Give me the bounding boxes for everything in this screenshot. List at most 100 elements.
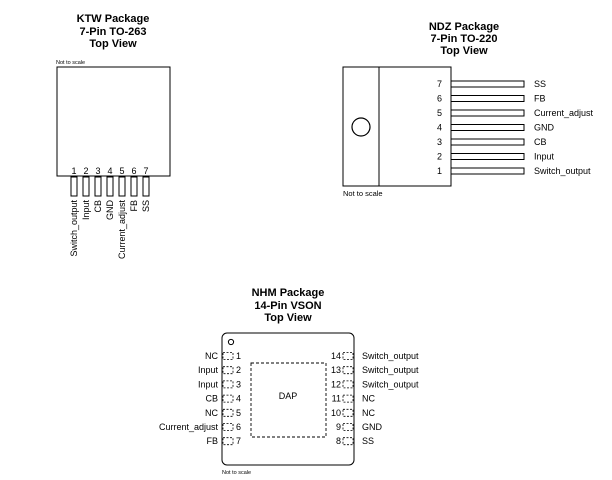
nhm-left-pin-number: 6 — [236, 422, 241, 432]
ndz-pin-number: 7 — [437, 79, 442, 89]
nhm-right-pin-label: NC — [362, 408, 375, 418]
ktw-pin-label: Current_adjust — [117, 200, 127, 260]
ktw-pin-label: FB — [129, 200, 139, 212]
ktw-pin-label: Switch_output — [69, 200, 79, 257]
nhm-left-pad — [222, 394, 234, 403]
ndz-pin-lead — [450, 167, 525, 175]
ndz-title-line-2: 7-Pin TO-220 — [430, 33, 497, 45]
ndz-pin-label: SS — [534, 79, 546, 89]
ndz-title-line-3: Top View — [440, 45, 488, 57]
ndz-pin-lead — [450, 80, 525, 88]
nhm-right-pad — [342, 366, 354, 375]
ndz-pin-lead — [450, 153, 525, 160]
ktw-pin-label: CB — [93, 200, 103, 213]
ndz-package: NDZ Package 7-Pin TO-220 Top View Not to… — [342, 21, 594, 198]
ndz-pin-lead — [450, 109, 525, 117]
nhm-left-pin-label: Input — [198, 379, 219, 389]
nhm-left-pad — [222, 352, 234, 360]
nhm-left-pad — [222, 437, 234, 446]
nhm-right-pad — [342, 394, 354, 403]
nhm-left-pin-label: Current_adjust — [159, 422, 219, 432]
ktw-pin-lead — [106, 176, 114, 197]
ktw-pin-number: 2 — [83, 166, 88, 176]
nhm-left-pad — [222, 423, 234, 431]
ndz-pin-label: FB — [534, 94, 546, 104]
nhm-right-pin-number: 12 — [331, 379, 341, 389]
ndz-pin-number: 3 — [437, 137, 442, 147]
nhm-right-pin-label: Switch_output — [362, 379, 419, 389]
nhm-right-pad — [342, 423, 354, 431]
nhm-pin1-marker — [227, 338, 235, 346]
ktw-pin-number: 5 — [119, 166, 124, 176]
ktw-pin-number: 1 — [71, 166, 76, 176]
ndz-pin-lead — [450, 138, 525, 146]
nhm-left-pin-label: Input — [198, 365, 219, 375]
ndz-pin-lead — [450, 95, 525, 102]
nhm-right-pin-label: SS — [362, 436, 374, 446]
nhm-left-pin-label: FB — [206, 436, 218, 446]
nhm-left-pin-number: 4 — [236, 394, 241, 404]
nhm-right-pin-number: 11 — [332, 394, 341, 404]
ktw-pin-lead — [142, 176, 150, 197]
nhm-right-pin-label: Switch_output — [362, 365, 419, 375]
ktw-pin-lead — [94, 176, 102, 197]
ktw-package-body — [56, 66, 171, 177]
nhm-dap-pad — [250, 362, 327, 438]
ndz-pin-label: CB — [534, 137, 547, 147]
ndz-pin-lead — [450, 124, 525, 131]
nhm-right-pin-number: 14 — [331, 351, 341, 361]
nhm-right-pin-number: 10 — [331, 408, 341, 418]
ndz-not-to-scale: Not to scale — [343, 189, 383, 198]
ndz-package-body — [378, 66, 452, 187]
nhm-title-line-2: 14-Pin VSON — [254, 300, 321, 312]
nhm-left-pad — [222, 380, 234, 389]
nhm-package-body — [221, 332, 355, 466]
ktw-pin-label: GND — [105, 200, 115, 221]
nhm-left-pin-label: NC — [205, 351, 218, 361]
nhm-left-pin-label: NC — [205, 408, 218, 418]
nhm-left-pad — [222, 366, 234, 375]
nhm-package: NHM Package 14-Pin VSON Top View DAP Not… — [159, 287, 419, 476]
ktw-title-line-1: KTW Package — [77, 13, 150, 25]
nhm-right-pad — [342, 437, 354, 446]
nhm-right-pad — [342, 352, 354, 360]
ktw-pin-number: 7 — [143, 166, 148, 176]
ndz-pin-label: Input — [534, 152, 555, 162]
nhm-not-to-scale: Not to scale — [222, 470, 251, 476]
nhm-left-pad — [222, 408, 234, 417]
ndz-pin-number: 1 — [437, 166, 442, 176]
ndz-pin-number: 2 — [437, 152, 442, 162]
ndz-pin-number: 5 — [437, 108, 442, 118]
nhm-title-line-3: Top View — [264, 312, 312, 324]
nhm-right-pin-label: NC — [362, 394, 375, 404]
ktw-pin-number: 3 — [95, 166, 100, 176]
ndz-pin-label: GND — [534, 123, 555, 133]
ktw-pin-lead — [130, 176, 138, 197]
ktw-pin-lead — [82, 176, 90, 197]
ktw-pin-label: SS — [141, 200, 151, 212]
nhm-right-pin-label: GND — [362, 422, 383, 432]
ktw-title-line-2: 7-Pin TO-263 — [79, 26, 146, 38]
ktw-pin-lead — [70, 176, 78, 197]
nhm-left-pin-number: 1 — [236, 351, 241, 361]
ktw-pin-number: 6 — [131, 166, 136, 176]
nhm-left-pin-number: 7 — [236, 436, 241, 446]
nhm-right-pad — [342, 408, 354, 417]
ktw-pin-number: 4 — [107, 166, 112, 176]
ktw-title-line-3: Top View — [89, 38, 137, 50]
ktw-pin-label: Input — [81, 200, 91, 221]
ndz-pin-number: 6 — [437, 94, 442, 104]
ndz-pin-number: 4 — [437, 123, 442, 133]
nhm-dap-label: DAP — [279, 391, 298, 401]
nhm-left-pin-number: 3 — [236, 379, 241, 389]
nhm-right-pin-number: 9 — [336, 422, 341, 432]
ndz-title-line-1: NDZ Package — [429, 21, 499, 33]
ktw-not-to-scale: Not to scale — [56, 60, 85, 66]
nhm-right-pin-label: Switch_output — [362, 351, 419, 361]
nhm-title-line-1: NHM Package — [252, 287, 325, 299]
nhm-left-pin-number: 5 — [236, 408, 241, 418]
nhm-right-pin-number: 13 — [331, 365, 341, 375]
